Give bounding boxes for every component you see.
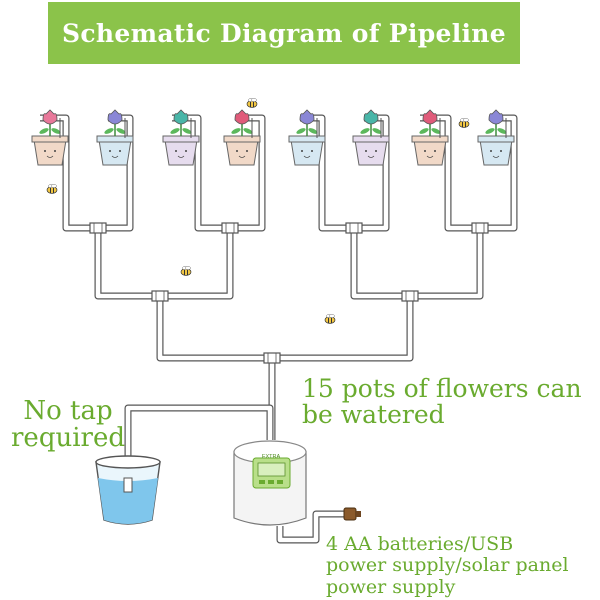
flower-pots (31, 109, 515, 166)
bee-icon (180, 266, 192, 276)
pots-line-2: be watered (302, 400, 445, 430)
flower-pot-icon (352, 109, 390, 166)
pipe-segment-inner (95, 228, 233, 299)
pipe-segment-inner (300, 115, 389, 231)
pots-count-label: 15 pots of flowers can be watered (302, 374, 592, 430)
flower-pot-icon (477, 109, 515, 166)
flower-pot-icon (162, 109, 200, 166)
power-line-3: power supply (326, 575, 456, 598)
flower-pot-icon (411, 109, 449, 166)
power-line-2: power supply/solar panel (326, 554, 569, 577)
pipe-segment (300, 114, 390, 232)
pipe-segment (40, 114, 134, 232)
pipe-segment (94, 228, 234, 300)
bee-icon (458, 118, 470, 128)
bee-icon (46, 184, 58, 194)
tee-fitting (263, 352, 281, 364)
diagram-title: Schematic Diagram of Pipeline (62, 18, 506, 48)
power-supply-label: 4 AA batteries/USB power supply/solar pa… (326, 533, 598, 598)
flower-pot-icon (288, 109, 326, 166)
pipe-segment-inner (125, 405, 273, 478)
tee-fitting (401, 290, 419, 302)
tee-fitting (345, 222, 363, 234)
watering-controller-icon: EXTRA (233, 440, 307, 526)
bee-icon (246, 98, 258, 108)
bee-icons (46, 98, 470, 324)
water-cup-icon (95, 455, 161, 525)
pipe-segment (156, 296, 414, 362)
power-plug-icon (343, 507, 361, 521)
tee-fitting (221, 222, 239, 234)
device-brand: EXTRA (262, 454, 281, 460)
flower-pot-icon (223, 109, 261, 166)
pipe-fittings (89, 222, 489, 364)
power-line-1: 4 AA batteries/USB (326, 533, 514, 555)
bee-icon (324, 314, 336, 324)
no-tap-line-2: required (11, 423, 125, 454)
tee-fitting (471, 222, 489, 234)
pipe-segment-inner (172, 115, 265, 231)
pipe-segment-inner (277, 511, 344, 543)
pipe-segment-inner (40, 115, 133, 231)
title-banner: Schematic Diagram of Pipeline (48, 2, 520, 64)
pots-line-1: 15 pots of flowers can (302, 374, 582, 403)
no-tap-label: No tap required (6, 396, 130, 454)
pipe-segment-inner (157, 296, 413, 361)
pipe-segment (172, 114, 266, 232)
flower-pot-icon (31, 109, 69, 166)
pipe-segment (350, 228, 484, 300)
pipe-segment-inner (351, 228, 483, 299)
tee-fitting (151, 290, 169, 302)
pipe-segment-inner (420, 115, 517, 231)
tee-fitting (89, 222, 107, 234)
flower-pot-icon (96, 109, 134, 166)
pipe-segment (420, 114, 518, 232)
no-tap-line-1: No tap (23, 396, 113, 426)
